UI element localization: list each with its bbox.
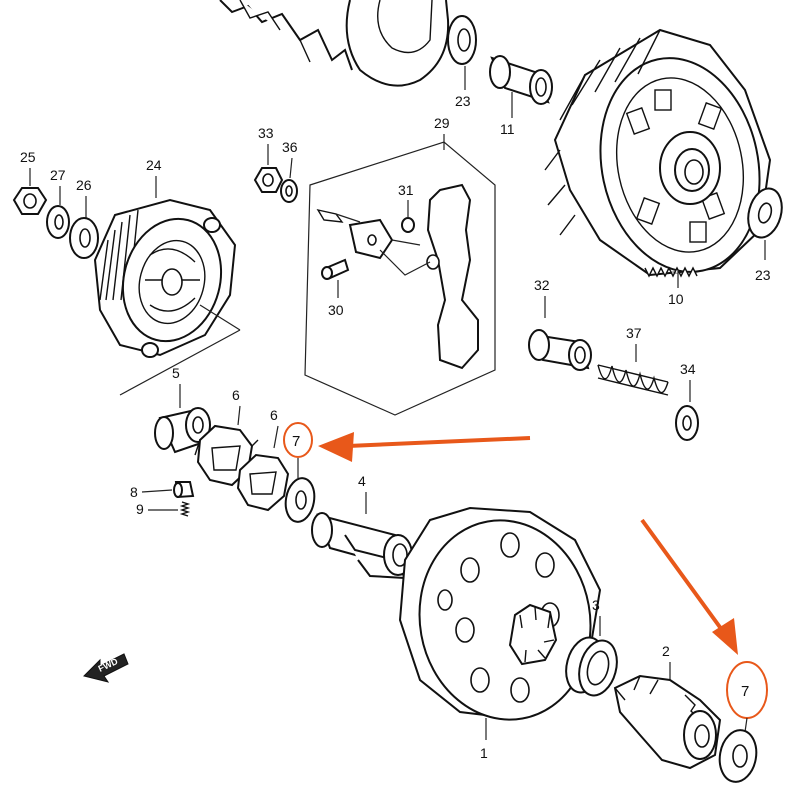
bearing-5	[154, 407, 212, 454]
label-8: 8	[130, 484, 138, 500]
highlight-circle-left	[283, 422, 313, 458]
washer-7-left	[284, 477, 316, 523]
driven-gear-2	[613, 674, 722, 770]
nut-33	[253, 167, 284, 193]
label-9: 9	[136, 501, 144, 517]
clutch-housing-10	[544, 28, 772, 278]
washer-23-right	[747, 187, 783, 239]
label-23-top: 23	[455, 93, 471, 109]
bolt-spring	[316, 208, 361, 223]
washer-36	[280, 179, 298, 203]
label-11: 11	[500, 121, 515, 137]
one-way-clutch-6-b	[236, 453, 290, 512]
label-24: 24	[146, 157, 162, 173]
label-6-b: 6	[270, 407, 278, 423]
washer-34	[675, 405, 699, 441]
label-4: 4	[358, 473, 366, 489]
highlight-arrow-left	[318, 432, 531, 462]
nut-25	[12, 187, 48, 215]
clutch-shoe-assembly-24	[93, 198, 237, 358]
label-7-right: 7	[741, 683, 749, 700]
label-26: 26	[76, 177, 92, 193]
washer-7-right	[718, 729, 758, 783]
label-2: 2	[662, 643, 670, 659]
label-37: 37	[626, 325, 642, 341]
label-23-right: 23	[755, 267, 771, 283]
label-6-a: 6	[232, 387, 240, 403]
label-31: 31	[398, 182, 414, 198]
label-33: 33	[258, 125, 274, 141]
label-5: 5	[172, 365, 180, 381]
label-3: 3	[592, 597, 600, 613]
bushing-11	[489, 55, 553, 105]
lever-29	[426, 183, 479, 370]
guide-32	[528, 329, 592, 371]
washer-23-top	[447, 15, 477, 65]
roller-8	[173, 481, 195, 499]
label-32: 32	[534, 277, 550, 293]
label-10: 10	[668, 291, 684, 307]
washer-26	[69, 217, 99, 259]
clevis	[348, 218, 394, 260]
label-1: 1	[480, 745, 488, 761]
label-34: 34	[680, 361, 696, 377]
top-gear-partial	[219, 0, 450, 87]
spring-9	[179, 501, 191, 517]
bearing-3	[565, 636, 618, 697]
clutch-drum-1	[398, 506, 602, 721]
label-29: 29	[434, 115, 450, 131]
label-36: 36	[282, 139, 298, 155]
label-7-left: 7	[292, 433, 300, 450]
pin-30	[321, 258, 350, 280]
kit-box-29	[304, 141, 496, 416]
fwd-arrow-icon: FWD	[83, 653, 129, 683]
label-25: 25	[20, 149, 36, 165]
pin-31	[401, 217, 415, 233]
washer-27	[46, 205, 70, 239]
spring-37	[597, 364, 669, 396]
label-27: 27	[50, 167, 66, 183]
highlight-arrow-right	[640, 518, 738, 655]
shaft-4	[311, 512, 413, 580]
label-30: 30	[328, 302, 344, 318]
